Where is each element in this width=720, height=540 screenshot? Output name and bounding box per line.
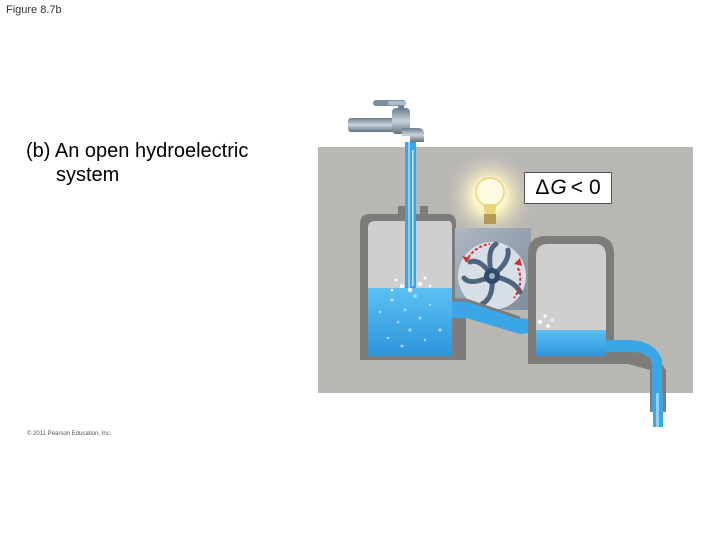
- right-tank: [528, 236, 666, 427]
- g-symbol: G: [550, 176, 567, 199]
- turbine-icon: [455, 228, 531, 310]
- faucet-icon: [348, 100, 424, 142]
- channel-water: [452, 300, 540, 334]
- figure-caption: (b) An open hydroelectric system: [26, 139, 248, 187]
- left-tank-water: [368, 288, 452, 356]
- caption-line-2: system: [56, 164, 120, 186]
- falling-water: [390, 142, 432, 292]
- relation-symbol: <: [570, 176, 583, 199]
- caption-line-1: (b) An open hydroelectric: [26, 140, 249, 162]
- delta-g-label: Δ G < 0: [524, 172, 612, 204]
- light-bulb-icon: [442, 148, 538, 244]
- copyright-notice: © 2011 Pearson Education, Inc.: [27, 431, 112, 437]
- delta-symbol: Δ: [535, 176, 550, 199]
- right-tank-water: [536, 330, 606, 356]
- value-symbol: 0: [588, 176, 601, 199]
- figure-label: Figure 8.7b: [6, 4, 62, 16]
